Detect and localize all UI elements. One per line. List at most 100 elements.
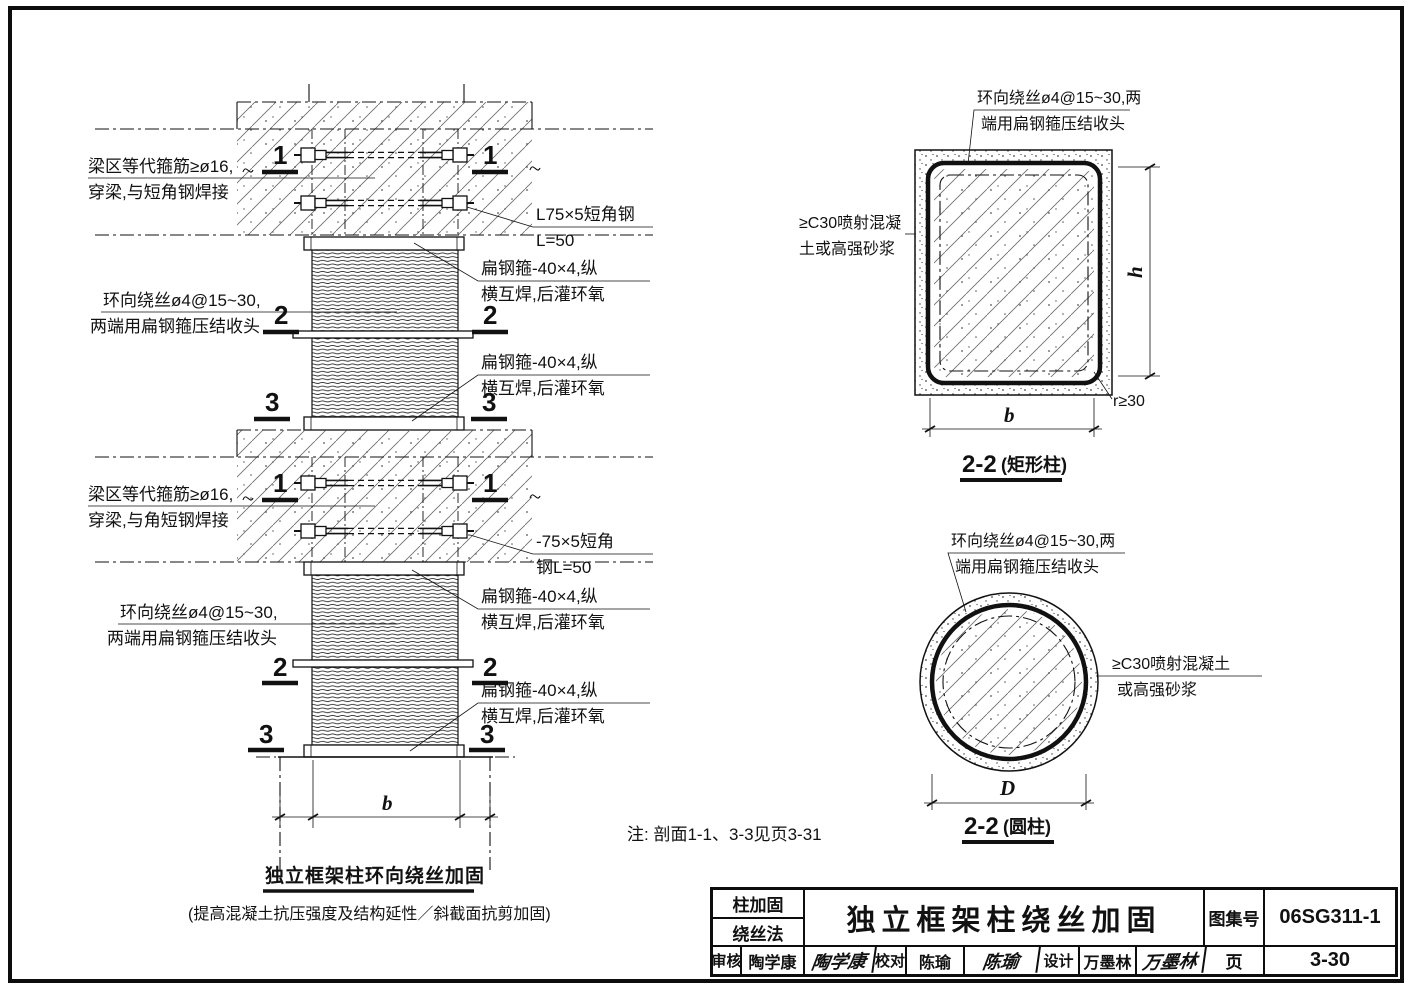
- label-text: 环向绕丝ø4@15~30,两: [977, 89, 1141, 107]
- annotation-flat-steel-band-a: 扁钢箍-40×4,纵 横互焊,后灌环氧: [413, 242, 650, 304]
- elevation-caption: 独立框架柱环向绕丝加固: [265, 864, 485, 887]
- wire-wrapped-column-lower: [292, 561, 474, 758]
- designer-label: 设计: [1039, 947, 1080, 974]
- label-text: 端用扁钢箍压结收头: [955, 558, 1099, 576]
- page-number: 3-30: [1309, 949, 1351, 971]
- section-marker-2: 2: [483, 652, 497, 682]
- label-text: 穿梁,与角短钢焊接: [88, 511, 229, 530]
- annotation-flat-steel-band-d: 扁钢箍-40×4,纵 横互焊,后灌环氧: [409, 681, 650, 752]
- reviewer-label: 审核: [713, 947, 742, 974]
- label-text: 梁区等代箍筋≥ø16,: [88, 485, 233, 504]
- caption-suffix: (矩形柱): [1001, 454, 1067, 475]
- through-tie-rod: [294, 523, 474, 539]
- annotation-wire-wrap-upper: 环向绕丝ø4@15~30, 两端用扁钢箍压结收头: [90, 291, 397, 336]
- dimension-b-label: b: [1004, 403, 1015, 427]
- label-text: 钢L=50: [536, 558, 591, 577]
- label-text: 扁钢箍-40×4,纵: [481, 353, 598, 372]
- annotation-flat-steel-band-b: 扁钢箍-40×4,纵 横互焊,后灌环氧: [411, 353, 650, 422]
- section-marker-3: 3: [480, 719, 494, 749]
- label-text: 环向绕丝ø4@15~30,: [120, 603, 278, 622]
- section-marker-3: 3: [259, 719, 273, 749]
- label-text: 梁区等代箍筋≥ø16,: [88, 157, 233, 176]
- label-text: 土或高强砂浆: [799, 240, 895, 258]
- label-text: -75×5短角: [536, 532, 614, 551]
- label-text: 扁钢箍-40×4,纵: [481, 259, 598, 278]
- section-markers: 1 1 2 2 3 3 1 1 2 2 3 3: [248, 140, 508, 753]
- annotation-wire-wrap-lower: 环向绕丝ø4@15~30, 两端用扁钢箍压结收头: [107, 603, 397, 648]
- sheet-note: 注: 剖面1-1、3-3见页3-31: [627, 825, 822, 844]
- beam-level-1: [95, 84, 653, 236]
- section-marker-1: 1: [483, 140, 497, 170]
- dimension-D-label: D: [999, 776, 1015, 800]
- designer-signature: 万墨林: [1134, 945, 1208, 976]
- section-marker-2: 2: [273, 652, 287, 682]
- section-marker-2: 2: [274, 300, 288, 330]
- annotation-angle-steel-top: L75×5短角钢 L=50: [466, 205, 653, 250]
- section-marker-1: 1: [273, 468, 287, 498]
- section-marker-3: 3: [265, 387, 279, 417]
- sheet-border-frame: [8, 6, 1404, 983]
- section-marker-2: 2: [483, 300, 497, 330]
- label-text: L=50: [536, 231, 574, 250]
- label-text: 横互焊,后灌环氧: [481, 613, 605, 632]
- annotation-beam-tie-mid: 梁区等代箍筋≥ø16, 穿梁,与角短钢焊接: [88, 485, 375, 530]
- beam-level-2: [95, 429, 653, 563]
- label-text: L75×5短角钢: [536, 205, 635, 224]
- dimension-D: D: [924, 774, 1094, 810]
- designer-name: 万墨林: [1080, 947, 1137, 974]
- footing: b: [256, 756, 515, 870]
- label-text: 端用扁钢箍压结收头: [981, 115, 1125, 133]
- dimension-b-footing: b: [382, 791, 393, 815]
- dimension-h: h: [1118, 163, 1160, 380]
- through-tie-rod: [294, 195, 474, 211]
- caption-number: 2-2: [964, 813, 999, 840]
- annotation-c30-circle-section: ≥C30喷射混凝土 或高强砂浆: [1096, 655, 1262, 699]
- method-name: 绕丝法: [713, 919, 805, 947]
- checker-name: 陈瑜: [907, 947, 965, 974]
- section-caption-circle: 2-2 (圆柱): [962, 813, 1054, 844]
- title-block: 柱加固 绕丝法 独立框架柱绕丝加固 图集号 06SG311-1 审核 陶学康 陶…: [710, 887, 1398, 977]
- radius-note: r≥30: [1093, 371, 1145, 410]
- caption-suffix: (圆柱): [1003, 816, 1051, 837]
- label-text: 横互焊,后灌环氧: [481, 707, 605, 726]
- radius-note-text: r≥30: [1113, 393, 1145, 410]
- wire-wrapped-column-upper: [292, 236, 474, 431]
- section-marker-3: 3: [482, 387, 496, 417]
- through-tie-rod: [294, 147, 474, 163]
- label-text: 环向绕丝ø4@15~30,两: [951, 532, 1115, 550]
- label-text: 横互焊,后灌环氧: [481, 285, 605, 304]
- atlas-number-value: 06SG311-1: [1265, 890, 1395, 947]
- break-mark: [242, 166, 541, 501]
- annotation-angle-steel-mid: -75×5短角 钢L=50: [469, 532, 653, 577]
- checker-signature: 陈瑜: [962, 945, 1042, 976]
- label-text: 横互焊,后灌环氧: [481, 379, 605, 398]
- atlas-number-label: 图集号: [1205, 890, 1265, 947]
- reviewer-signature: 陶学康: [802, 945, 878, 976]
- label-text: 环向绕丝ø4@15~30,: [103, 291, 261, 310]
- checker-label: 校对: [875, 947, 907, 974]
- reviewer-name: 陶学康: [742, 947, 805, 974]
- section-2-2-rectangular: 环向绕丝ø4@15~30,两 端用扁钢箍压结收头 ≥C30喷射混凝 土或高强砂浆…: [799, 89, 1160, 482]
- section-2-2-circular: 环向绕丝ø4@15~30,两 端用扁钢箍压结收头 ≥C30喷射混凝土 或高强砂浆…: [919, 532, 1262, 844]
- annotation-wrap-circle-section: 环向绕丝ø4@15~30,两 端用扁钢箍压结收头: [947, 532, 1125, 613]
- method-category: 柱加固: [713, 890, 805, 919]
- label-text: 两端用扁钢箍压结收头: [90, 317, 260, 336]
- elevation-subcaption: (提高混凝土抗压强度及结构延性／斜截面抗剪加固): [188, 905, 551, 923]
- section-marker-1: 1: [483, 468, 497, 498]
- label-text: ≥C30喷射混凝: [799, 214, 901, 232]
- page-label: 页: [1205, 947, 1265, 974]
- caption-number: 2-2: [962, 451, 997, 478]
- label-text: 两端用扁钢箍压结收头: [107, 629, 277, 648]
- annotation-beam-tie-top: 梁区等代箍筋≥ø16, 穿梁,与短角钢焊接: [88, 157, 375, 202]
- annotation-c30-rect-section: ≥C30喷射混凝 土或高强砂浆: [799, 214, 916, 258]
- section-marker-1: 1: [273, 140, 287, 170]
- label-text: 或高强砂浆: [1117, 681, 1197, 699]
- dimension-b-rect: b: [922, 398, 1102, 437]
- label-text: 扁钢箍-40×4,纵: [481, 681, 598, 700]
- annotation-flat-steel-band-c: 扁钢箍-40×4,纵 横互焊,后灌环氧: [411, 569, 650, 632]
- label-text: 穿梁,与短角钢焊接: [88, 183, 229, 202]
- annotation-wrap-rect-section: 环向绕丝ø4@15~30,两 端用扁钢箍压结收头: [967, 89, 1141, 165]
- label-text: 扁钢箍-40×4,纵: [481, 587, 598, 606]
